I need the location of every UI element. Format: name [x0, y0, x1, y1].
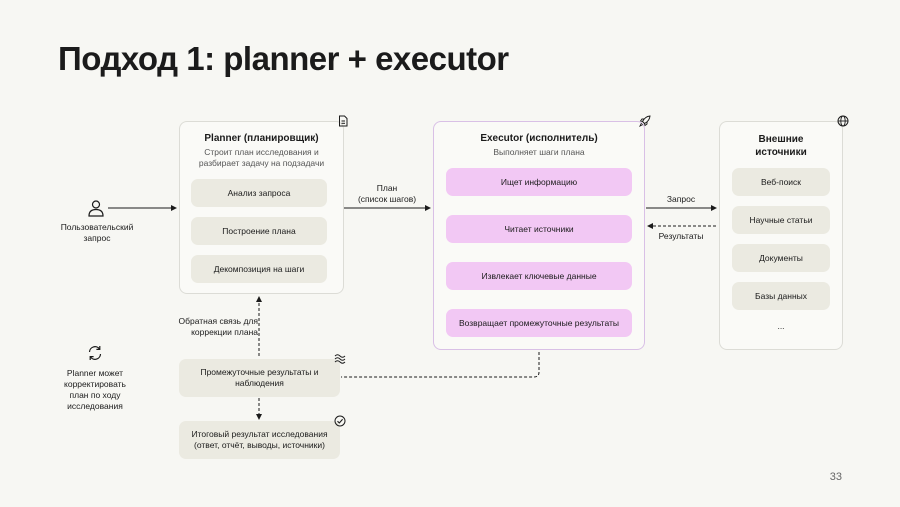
executor-step: Читает источники: [446, 215, 632, 243]
globe-icon: [837, 115, 849, 127]
planner-note: Planner может корректировать план по ход…: [64, 368, 126, 411]
results-label: Результаты: [658, 231, 704, 241]
final-result: Итоговый результат исследования (ответ, …: [179, 421, 340, 459]
wave-icon: [334, 354, 346, 364]
intermediate-results: Промежуточные результаты и наблюдения: [179, 359, 340, 397]
source-item: Базы данных: [732, 282, 830, 310]
executor-subtitle: Выполняет шаги плана: [493, 147, 585, 157]
slide-title: Подход 1: planner + executor: [58, 40, 509, 77]
sources-title: Внешние источники: [755, 134, 807, 158]
source-item-more: ...: [777, 321, 785, 331]
planner-subtitle: Строит план исследования и разбирает зад…: [198, 147, 325, 168]
dashed-executor-to-intermediate: [341, 352, 540, 378]
user-icon: [88, 200, 104, 217]
executor-step: Возвращает промежуточные результаты: [446, 309, 632, 337]
source-item: Научные статьи: [732, 206, 830, 234]
source-item: Документы: [732, 244, 830, 272]
plan-arrow-label: План (список шагов): [357, 183, 417, 204]
planner-step: Анализ запроса: [191, 179, 327, 207]
user-request-label: Пользовательский запрос: [60, 222, 134, 243]
planner-step: Декомпозиция на шаги: [191, 255, 327, 283]
sources-panel: Внешние источники: [719, 121, 843, 350]
feedback-label: Обратная связь для коррекции плана: [178, 316, 258, 337]
executor-step: Извлекает ключевые данные: [446, 262, 632, 290]
executor-step: Ищет информацию: [446, 168, 632, 196]
check-circle-icon: [334, 415, 346, 427]
document-icon: [339, 115, 348, 127]
executor-title: Executor (исполнитель): [480, 133, 598, 144]
refresh-icon: [88, 346, 102, 360]
page-number: 33: [829, 471, 842, 483]
rocket-icon: [639, 115, 651, 127]
planner-step: Построение плана: [191, 217, 327, 245]
planner-title: Planner (планировщик): [204, 133, 319, 144]
request-label: Запрос: [666, 194, 696, 204]
source-item: Веб-поиск: [732, 168, 830, 196]
